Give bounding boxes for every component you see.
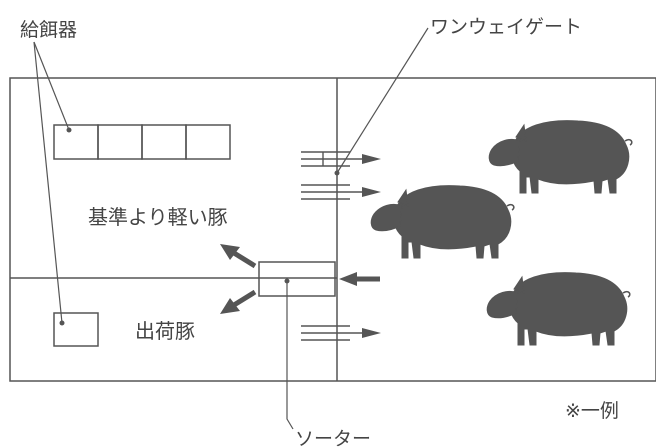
shipped-pigs-label: 出荷豚 [135,319,195,343]
one-way-gate-label: ワンウェイゲート [430,16,582,38]
feeder-box [97,124,143,160]
gate-leader-line [336,27,429,174]
feeder-row [53,124,231,160]
pig-silhouette [486,271,631,346]
one-way-gate-middle [301,184,365,200]
feeder-box [53,124,99,160]
pig-silhouette [488,119,633,194]
leader-dots [59,127,340,326]
shipping-feeder-box [53,312,99,347]
pen-enclosure [9,77,656,382]
feeder-leader-dot [59,320,65,326]
flow-arrow-to-shipped-pigs [220,289,257,314]
sorter-leader-line [286,281,294,430]
gate-arrowhead [362,154,381,164]
flow-arrow-into-sorter [339,272,380,286]
enclosure-outline [9,77,656,382]
sorter-label: ソーター [295,428,371,448]
feeder-box [185,124,231,160]
feeder-box [141,124,187,160]
sorter-leader-dot [284,278,290,284]
pig-silhouette [370,184,515,259]
leader-lines [33,27,429,430]
feeder-leader-line [33,41,70,131]
flow-arrow-to-lighter-pigs [220,244,257,269]
note-label: ※一例 [565,400,619,422]
feeder-label: 給餌器 [20,19,77,41]
gate-arrowhead [362,328,381,338]
pig-silhouettes [370,119,633,346]
gate-leader-dot [334,170,340,176]
feeder-leader-dot [66,127,72,133]
feeder-leader-line [33,41,63,324]
lighter-pigs-label: 基準より軽い豚 [88,205,228,229]
one-way-gate-upper [301,151,365,167]
one-way-gate-lower [301,325,365,341]
gate-arrowhead [362,187,381,197]
sorter-box [258,261,336,297]
